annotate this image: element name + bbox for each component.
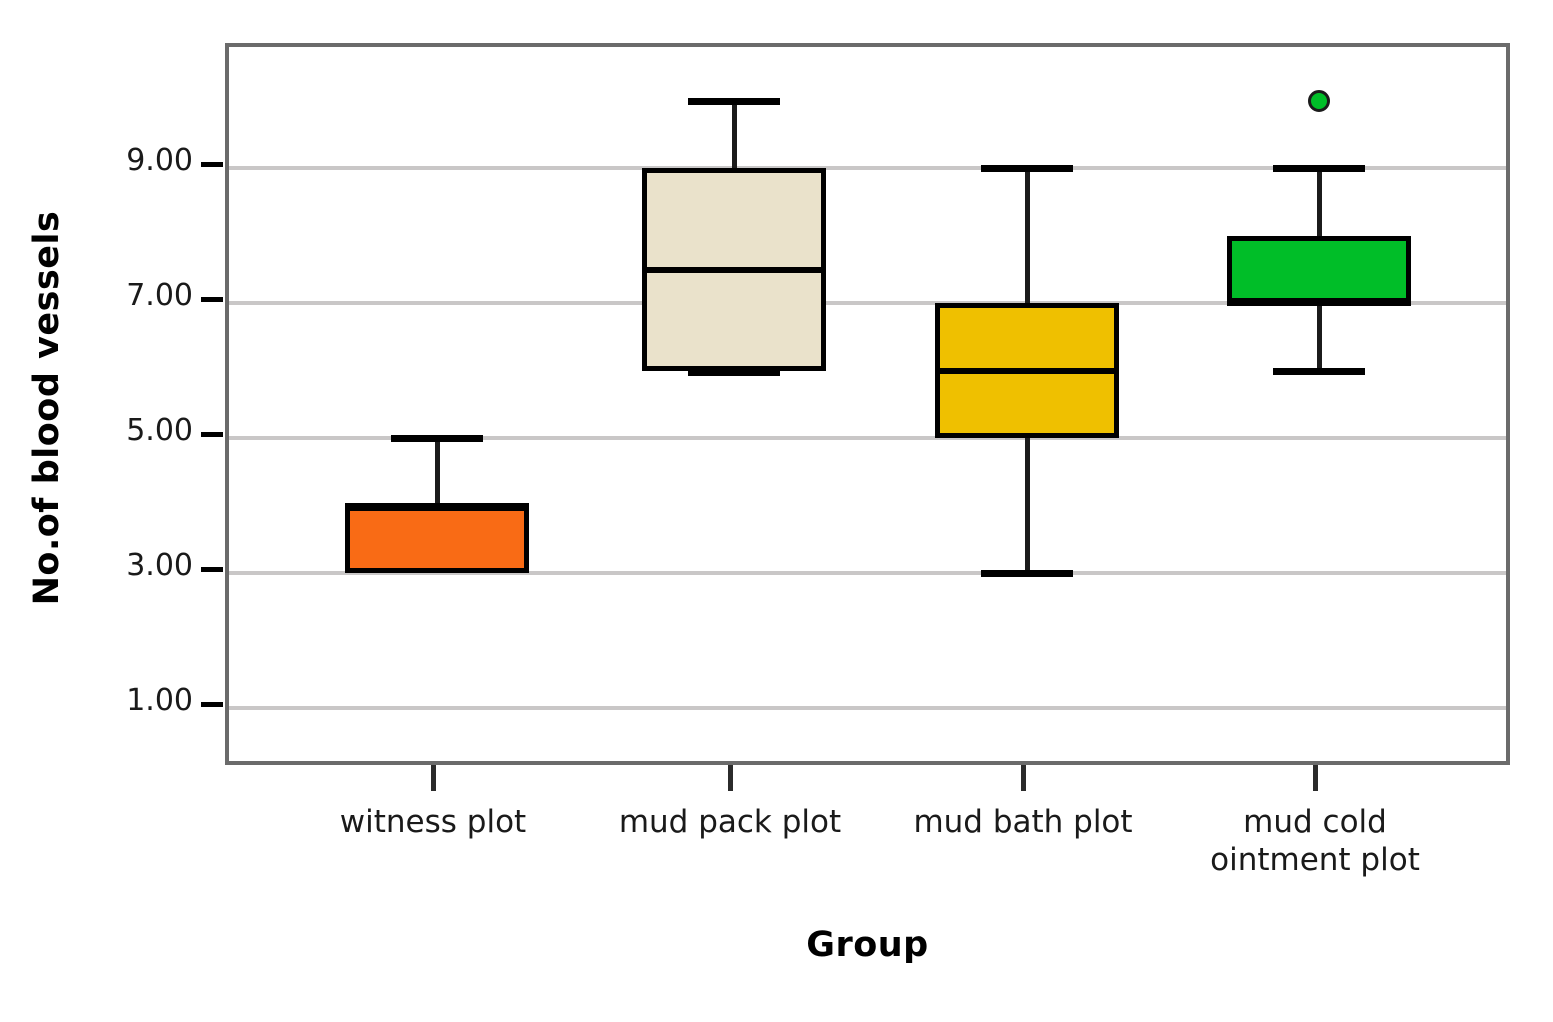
upper-whisker-cap xyxy=(1273,165,1365,173)
x-tick-mark xyxy=(1021,765,1026,791)
y-tick-mark xyxy=(201,432,223,438)
upper-whisker-cap xyxy=(688,97,780,105)
x-tick-mark xyxy=(1313,765,1318,791)
plot-area xyxy=(225,43,1510,765)
gridline xyxy=(229,301,1506,306)
x-tick-label: mud pack plot xyxy=(618,804,842,840)
y-tick-label: 5.00 xyxy=(126,413,193,449)
upper-whisker-cap xyxy=(391,435,483,443)
y-tick-mark xyxy=(201,702,223,708)
x-tick-label: witness plot xyxy=(339,804,527,840)
box[interactable] xyxy=(345,505,529,574)
outlier-point[interactable] xyxy=(1308,89,1330,112)
lower-whisker-cap xyxy=(688,368,780,376)
upper-whisker-cap xyxy=(981,165,1073,173)
boxplot-group[interactable] xyxy=(229,47,1506,761)
upper-whisker-line xyxy=(732,100,737,169)
y-tick-label: 1.00 xyxy=(126,683,193,719)
x-tick-mark xyxy=(431,765,436,791)
median-line xyxy=(1227,300,1411,307)
y-tick-mark xyxy=(201,162,223,168)
gridline xyxy=(229,571,1506,576)
median-line xyxy=(345,502,529,509)
y-tick-mark xyxy=(201,297,223,303)
median-line xyxy=(935,367,1119,374)
x-tick-mark xyxy=(728,765,733,791)
y-tick-label: 9.00 xyxy=(126,143,193,179)
boxplot-group[interactable] xyxy=(229,47,1506,761)
upper-whisker-line xyxy=(1317,168,1322,236)
lower-whisker-line xyxy=(1025,438,1030,574)
boxplot-group[interactable] xyxy=(229,47,1506,761)
lower-whisker-cap xyxy=(1273,367,1365,375)
lower-whisker-line xyxy=(1317,303,1322,371)
box[interactable] xyxy=(1227,235,1411,304)
upper-whisker-line xyxy=(435,438,440,506)
upper-whisker-line xyxy=(1025,168,1030,304)
lower-whisker-cap xyxy=(981,570,1073,578)
boxplot-group[interactable] xyxy=(229,47,1506,761)
x-tick-label: mud bath plot xyxy=(913,804,1133,840)
gridline xyxy=(229,706,1506,711)
gridline xyxy=(229,436,1506,441)
median-line xyxy=(642,266,826,273)
y-tick-mark xyxy=(201,567,223,573)
y-tick-label: 7.00 xyxy=(126,278,193,314)
x-axis-title: Group xyxy=(806,925,929,965)
y-tick-label: 3.00 xyxy=(126,548,193,584)
gridline xyxy=(229,166,1506,171)
x-tick-label-line2: ointment plot xyxy=(1210,842,1420,878)
